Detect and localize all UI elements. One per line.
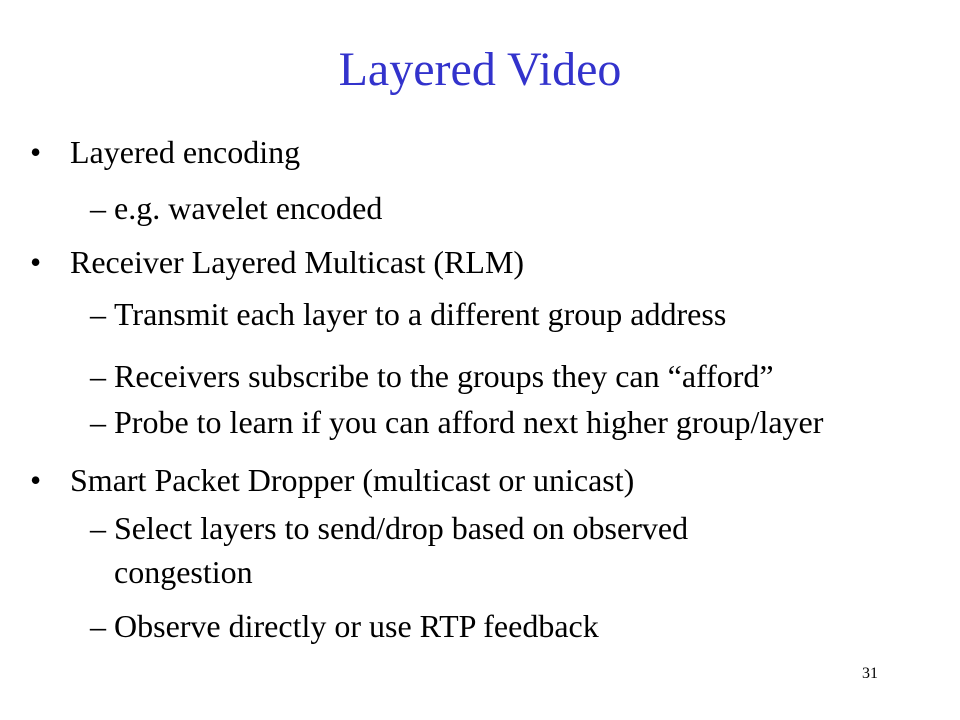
- sub-bullet-text: Observe directly or use RTP feedback: [114, 608, 599, 644]
- bullet-marker: •: [30, 462, 42, 498]
- bullet-text: Receiver Layered Multicast (RLM): [70, 244, 525, 280]
- sub-bullet-item: – Probe to learn if you can afford next …: [90, 404, 824, 440]
- sub-bullet-text: congestion: [114, 554, 253, 590]
- sub-bullet-item: – Observe directly or use RTP feedback: [90, 608, 599, 644]
- sub-bullet-continuation: congestion: [114, 554, 253, 590]
- bullet-text: Smart Packet Dropper (multicast or unica…: [70, 462, 635, 498]
- dash-marker: –: [90, 358, 106, 394]
- slide-title: Layered Video: [338, 43, 622, 96]
- bullet-marker: •: [30, 134, 42, 170]
- dash-marker: –: [90, 608, 106, 644]
- dash-marker: –: [90, 404, 106, 440]
- dash-marker: –: [90, 190, 106, 226]
- bullet-item: • Layered encoding: [30, 134, 301, 170]
- bullet-text: Layered encoding: [70, 134, 301, 170]
- sub-bullet-item: – e.g. wavelet encoded: [90, 190, 383, 226]
- bullet-item: • Smart Packet Dropper (multicast or uni…: [30, 462, 635, 498]
- dash-marker: –: [90, 296, 106, 332]
- bullet-marker: •: [30, 244, 42, 280]
- sub-bullet-text: Probe to learn if you can afford next hi…: [114, 404, 824, 440]
- sub-bullet-text: Select layers to send/drop based on obse…: [114, 510, 689, 546]
- dash-marker: –: [90, 510, 106, 546]
- sub-bullet-item: – Receivers subscribe to the groups they…: [90, 358, 774, 394]
- sub-bullet-text: e.g. wavelet encoded: [114, 190, 383, 226]
- bullet-item: • Receiver Layered Multicast (RLM): [30, 244, 525, 280]
- sub-bullet-item: – Transmit each layer to a different gro…: [90, 296, 727, 332]
- sub-bullet-text: Transmit each layer to a different group…: [114, 296, 727, 332]
- sub-bullet-text: Receivers subscribe to the groups they c…: [114, 358, 774, 394]
- sub-bullet-item: – Select layers to send/drop based on ob…: [90, 510, 689, 546]
- page-number: 31: [862, 665, 878, 682]
